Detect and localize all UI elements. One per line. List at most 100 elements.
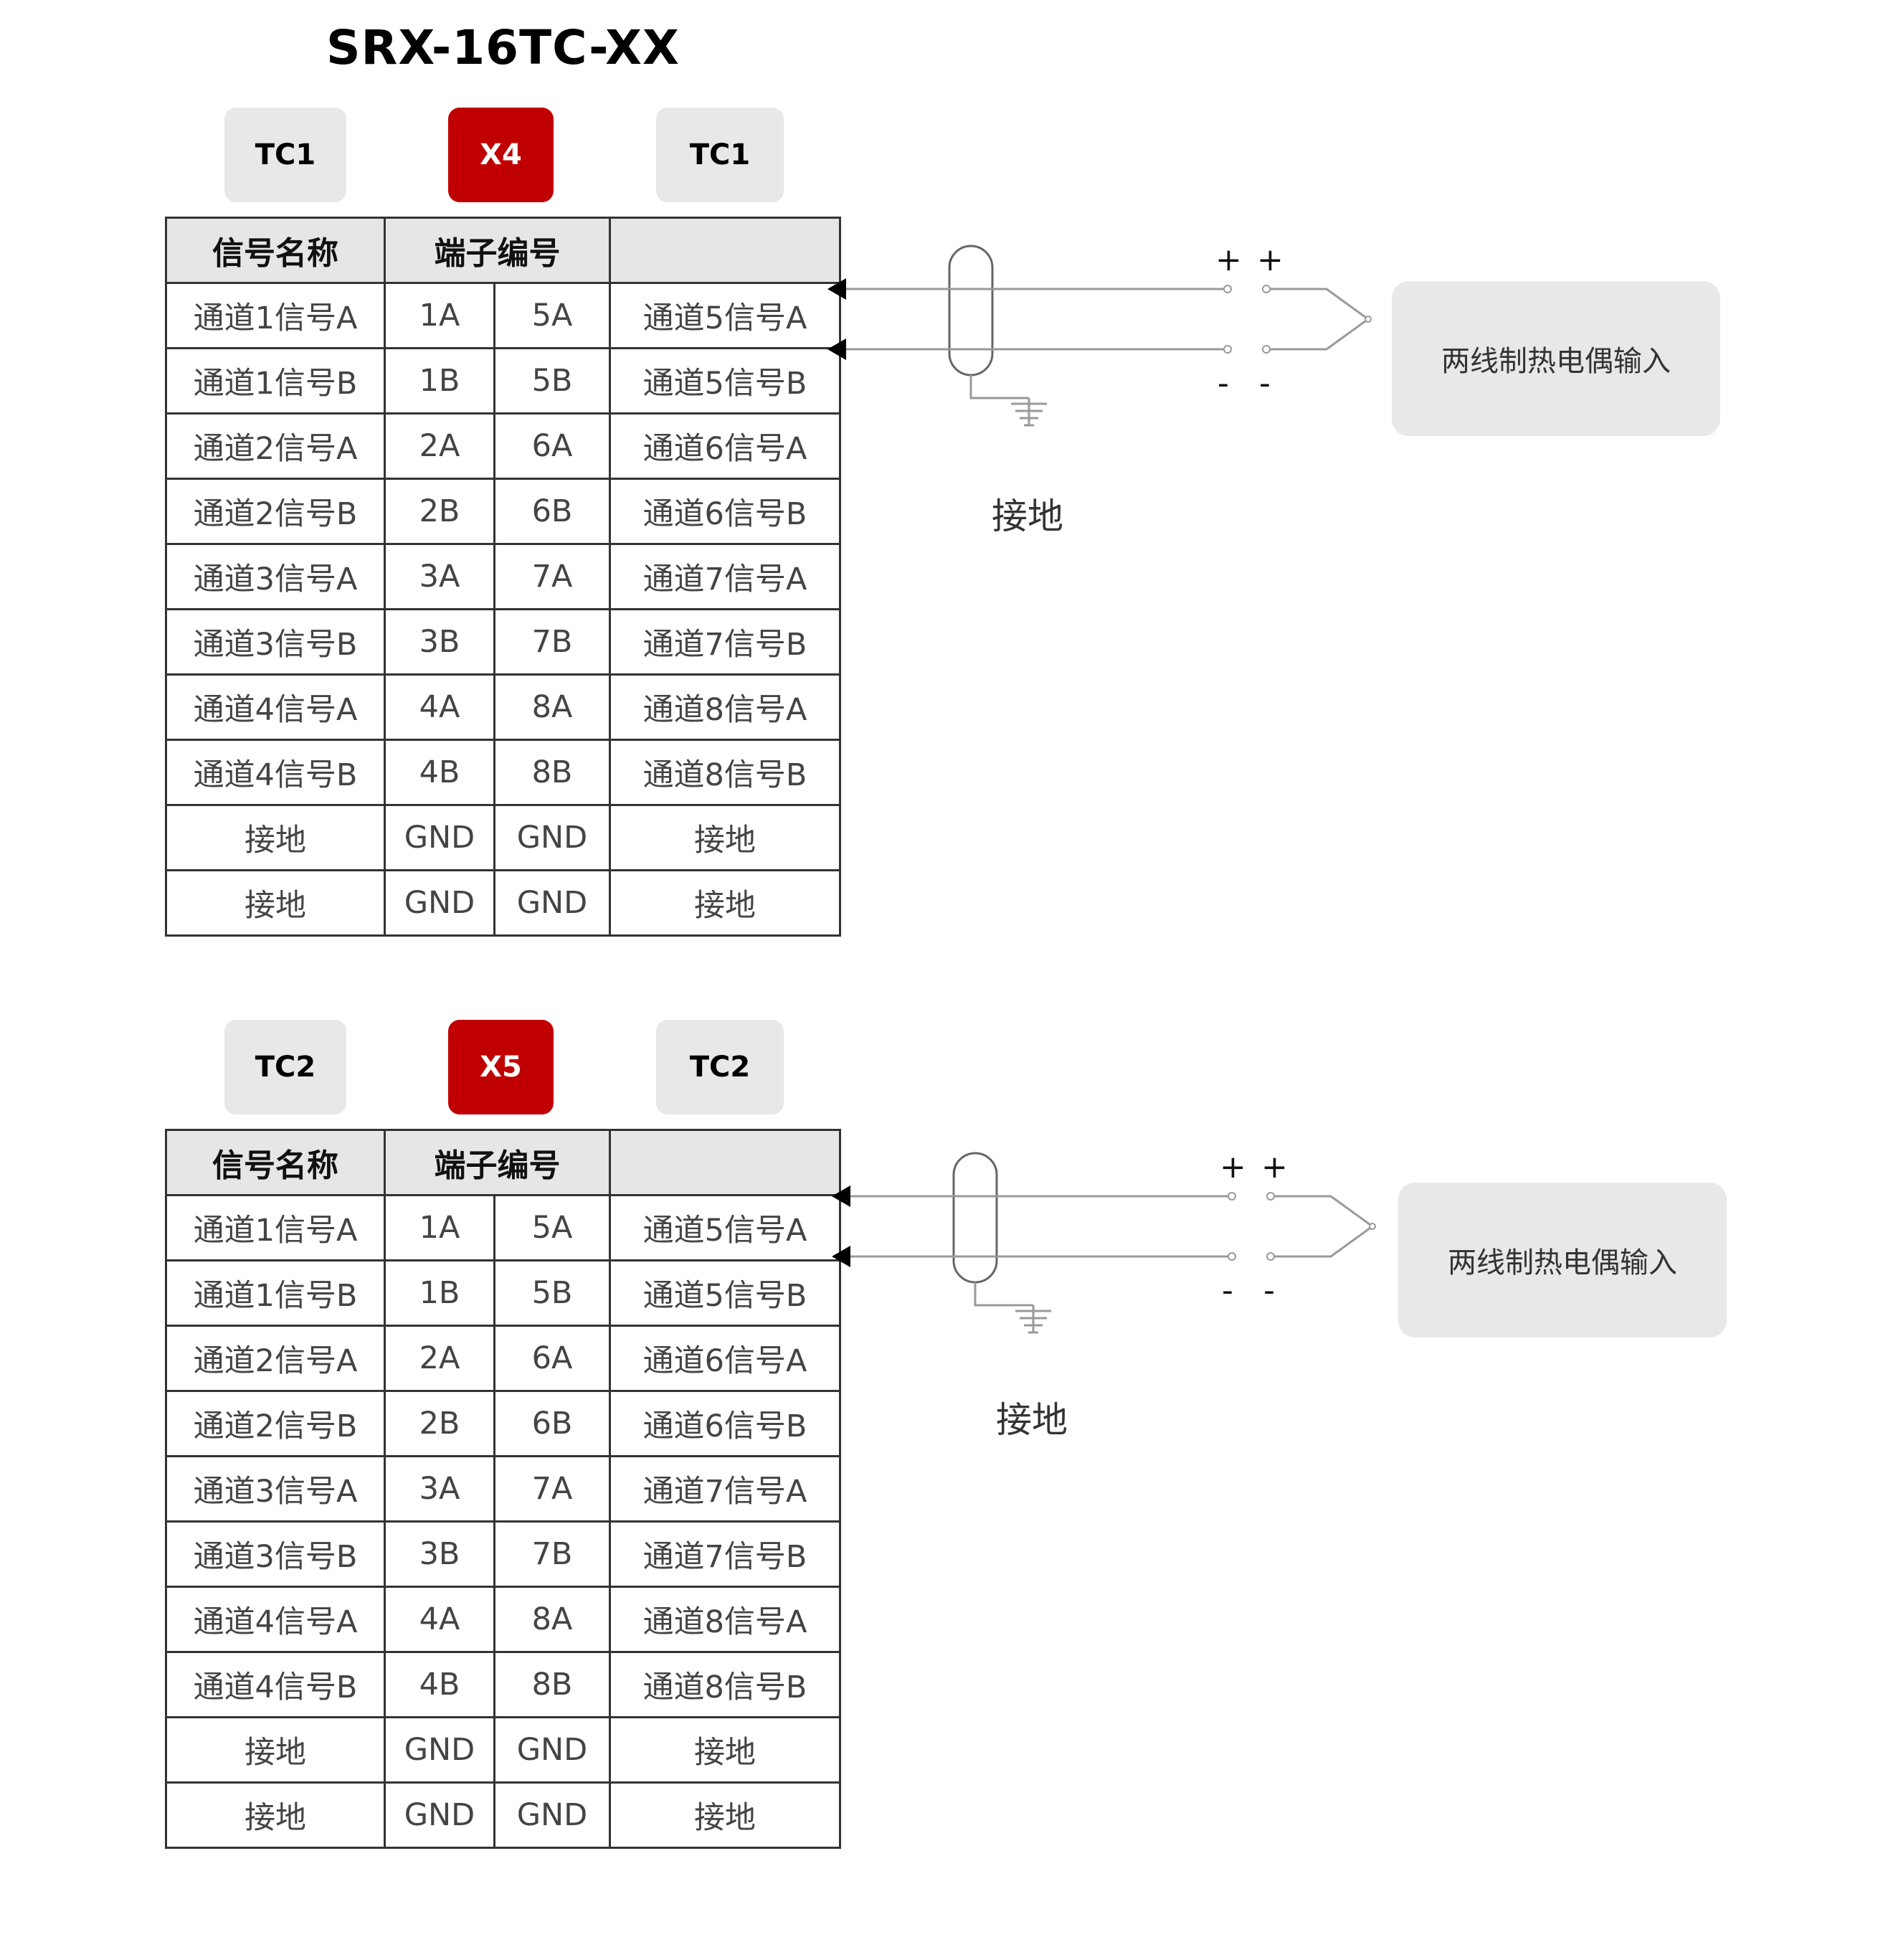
- terminal-point: [1228, 1252, 1236, 1261]
- cell-terminal-right: 7B: [493, 608, 611, 676]
- cell-signal-right: 通道6信号A: [609, 1325, 841, 1392]
- cell-terminal-right: GND: [493, 869, 611, 937]
- cell-terminal-left: GND: [384, 1781, 495, 1849]
- cell-terminal-left: 1A: [384, 1194, 495, 1261]
- ground-symbol-icon: [1011, 402, 1047, 427]
- cell-signal-right: 通道7信号A: [609, 543, 841, 610]
- connector-chip: X5: [448, 1020, 554, 1114]
- terminal-point: [1228, 1192, 1236, 1201]
- cell-signal-left: 通道2信号B: [165, 1390, 386, 1457]
- cell-signal-right: 接地: [609, 1716, 841, 1784]
- cell-terminal-right: GND: [493, 804, 611, 871]
- cell-signal-left: 通道1信号A: [165, 1194, 386, 1261]
- header-signal-name: 信号名称: [165, 1129, 386, 1196]
- cell-signal-left: 通道3信号B: [165, 608, 386, 676]
- cell-signal-right: 通道8信号A: [609, 673, 841, 741]
- cell-signal-left: 通道2信号A: [165, 1325, 386, 1392]
- chip-left: TC2: [224, 1020, 346, 1114]
- cell-terminal-right: 6A: [493, 412, 611, 480]
- cell-signal-right: 通道6信号B: [609, 1390, 841, 1457]
- cell-terminal-left: 1A: [384, 282, 495, 349]
- cell-signal-right: 通道8信号B: [609, 739, 841, 806]
- cell-terminal-right: 8B: [493, 739, 611, 806]
- cell-signal-left: 通道4信号A: [165, 673, 386, 741]
- cell-terminal-right: 8B: [493, 1651, 611, 1718]
- connector-chip: X4: [448, 108, 554, 202]
- cell-terminal-left: 3A: [384, 543, 495, 610]
- cell-signal-left: 通道2信号B: [165, 478, 386, 545]
- wiring-diagram: + + - -: [832, 1149, 1376, 1334]
- header-terminal-no: 端子编号: [384, 1129, 611, 1196]
- cell-signal-left: 通道4信号B: [165, 1651, 386, 1718]
- cell-signal-right: 通道7信号B: [609, 1520, 841, 1588]
- cell-signal-left: 通道3信号B: [165, 1520, 386, 1588]
- plus-label: +: [1220, 1149, 1246, 1185]
- cell-signal-right: 通道8信号A: [609, 1586, 841, 1653]
- plus-label: +: [1257, 242, 1284, 278]
- thermocouple-junction: [1270, 288, 1370, 351]
- terminal-point: [1262, 285, 1271, 293]
- cell-signal-right: 通道6信号A: [609, 412, 841, 480]
- cell-signal-right: 通道5信号A: [609, 1194, 841, 1261]
- ground-lead: [974, 1282, 1033, 1307]
- thermocouple-input-box: 两线制热电偶输入: [1392, 281, 1720, 436]
- terminal-point: [1223, 345, 1232, 354]
- cell-terminal-left: 2B: [384, 478, 495, 545]
- table-header-row: 信号名称 端子编号: [165, 1129, 841, 1196]
- cell-terminal-left: 3B: [384, 1520, 495, 1588]
- cell-terminal-left: GND: [384, 804, 495, 871]
- cell-terminal-left: 3B: [384, 608, 495, 676]
- cell-signal-left: 通道1信号B: [165, 1259, 386, 1327]
- wiring-diagram: + + - -: [827, 242, 1372, 427]
- cell-terminal-right: 7A: [493, 543, 611, 610]
- cell-terminal-left: 4A: [384, 1586, 495, 1653]
- cell-signal-right: 通道5信号B: [609, 347, 841, 415]
- cell-terminal-right: 6B: [493, 478, 611, 545]
- ground-lead: [969, 375, 1029, 399]
- minus-label: -: [1222, 1272, 1233, 1309]
- cell-signal-right: 接地: [609, 1781, 841, 1849]
- cell-signal-right: 通道7信号B: [609, 608, 841, 676]
- thermocouple-input-box: 两线制热电偶输入: [1398, 1183, 1727, 1338]
- terminal-point: [1266, 1252, 1275, 1261]
- cell-terminal-left: 4A: [384, 673, 495, 741]
- cell-terminal-left: 2A: [384, 412, 495, 480]
- cell-signal-left: 通道4信号A: [165, 1586, 386, 1653]
- cell-terminal-right: 8A: [493, 673, 611, 741]
- header-blank: [609, 1129, 841, 1196]
- cell-terminal-left: GND: [384, 1716, 495, 1784]
- cell-terminal-right: 7A: [493, 1455, 611, 1523]
- cell-terminal-left: 2B: [384, 1390, 495, 1457]
- cell-signal-left: 接地: [165, 804, 386, 871]
- chip-left: TC1: [224, 108, 346, 202]
- header-blank: [609, 217, 841, 284]
- cell-terminal-right: 8A: [493, 1586, 611, 1653]
- cell-signal-right: 接地: [609, 869, 841, 937]
- plus-label: +: [1215, 242, 1242, 278]
- shield-capsule: [952, 1152, 998, 1284]
- cell-signal-right: 通道6信号B: [609, 478, 841, 545]
- cell-terminal-right: GND: [493, 1716, 611, 1784]
- cell-signal-left: 通道1信号A: [165, 282, 386, 349]
- page-title: SRX-16TC-XX: [326, 20, 680, 75]
- cell-terminal-right: 5A: [493, 1194, 611, 1261]
- cell-terminal-right: 5A: [493, 282, 611, 349]
